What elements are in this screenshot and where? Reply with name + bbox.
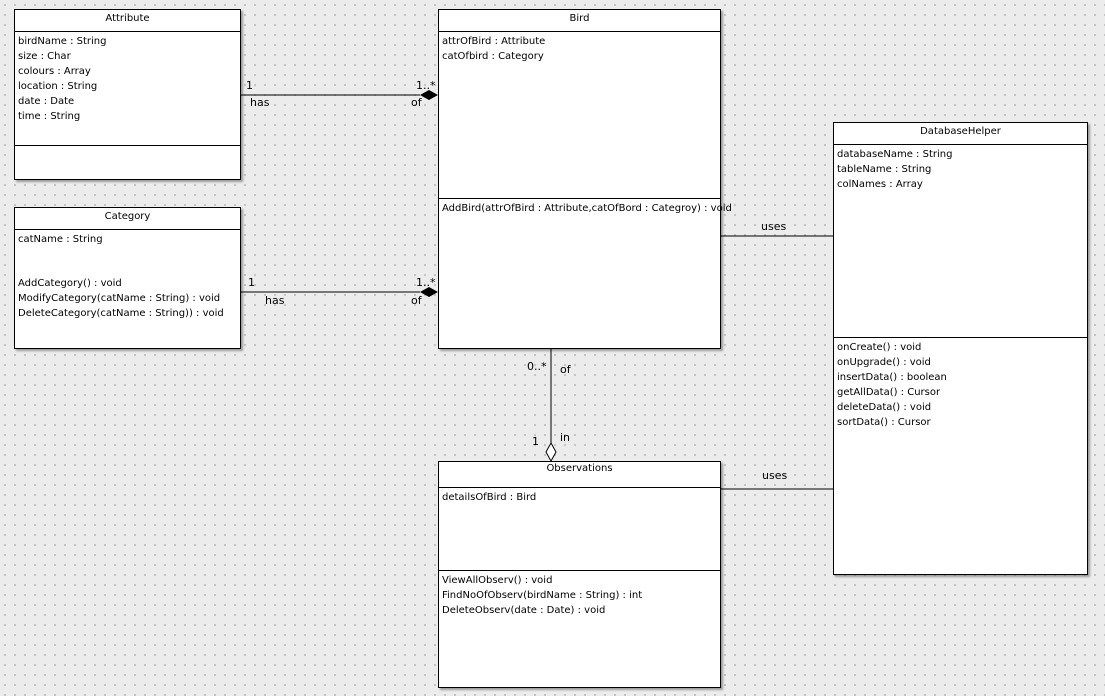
database-helper-class[interactable]: DatabaseHelper databaseName : String tab…	[833, 122, 1088, 575]
bird-observations-target-multiplicity: 1	[532, 435, 539, 448]
database-helper-field: tableName : String	[837, 164, 932, 175]
bird-observations-aggregation-diamond	[545, 441, 557, 463]
category-bird-target-multiplicity: 1..*	[416, 276, 436, 289]
database-helper-operation: onCreate() : void	[837, 342, 922, 353]
database-helper-operations-section: onCreate() : void onUpgrade() : void ins…	[834, 337, 1087, 574]
database-helper-class-name: DatabaseHelper	[834, 123, 1087, 145]
attribute-field: colours : Array	[18, 66, 91, 77]
category-operation: AddCategory() : void	[18, 278, 122, 289]
bird-attributes-section: attrOfBird : Attribute catOfbird : Categ…	[439, 32, 720, 198]
attribute-attributes-section: birdName : String size : Char colours : …	[15, 32, 240, 145]
attribute-bird-label: has	[250, 96, 270, 109]
database-helper-field: colNames : Array	[837, 179, 923, 190]
database-helper-attributes-section: databaseName : String tableName : String…	[834, 145, 1087, 337]
attribute-class-name: Attribute	[15, 10, 240, 32]
database-helper-operation: insertData() : boolean	[837, 372, 947, 383]
observations-field: detailsOfBird : Bird	[442, 492, 537, 503]
category-attributes-section: catName : String AddCategory() : void Mo…	[15, 230, 240, 348]
bird-observations-target-label: in	[560, 431, 571, 444]
observations-class-name: Observations	[439, 462, 720, 488]
category-bird-target-label: of	[411, 294, 422, 307]
attribute-field: size : Char	[18, 51, 71, 62]
attribute-class[interactable]: Attribute birdName : String size : Char …	[14, 9, 241, 180]
bird-class-name: Bird	[439, 10, 720, 32]
observations-class[interactable]: Observations detailsOfBird : Bird ViewAl…	[438, 461, 721, 688]
attribute-bird-target-label: of	[411, 96, 422, 109]
attribute-bird-source-multiplicity: 1	[246, 79, 253, 92]
observations-operation: ViewAllObserv() : void	[442, 575, 553, 586]
attribute-bird-composition-diamond	[420, 90, 438, 100]
bird-operations-section: AddBird(attrOfBird : Attribute,catOfBord…	[439, 198, 732, 348]
category-operation: ModifyCategory(catName : String) : void	[18, 293, 221, 304]
database-helper-operation: onUpgrade() : void	[837, 357, 931, 368]
attribute-field: time : String	[18, 111, 81, 122]
bird-observations-source-multiplicity: 0..*	[527, 360, 547, 373]
bird-class[interactable]: Bird attrOfBird : Attribute catOfbird : …	[438, 9, 732, 349]
category-class[interactable]: Category catName : String AddCategory() …	[14, 207, 241, 349]
observations-operation: FindNoOfObserv(birdName : String) : int	[442, 590, 643, 601]
bird-field: catOfbird : Category	[442, 51, 544, 62]
attribute-field: location : String	[18, 81, 98, 92]
category-bird-source-multiplicity: 1	[248, 276, 255, 289]
bird-field: attrOfBird : Attribute	[442, 36, 546, 47]
attribute-field: date : Date	[18, 96, 75, 107]
database-helper-operation: deleteData() : void	[837, 402, 932, 413]
bird-observations-source-label: of	[560, 363, 571, 376]
category-operation: DeleteCategory(catName : String)) : void	[18, 308, 224, 319]
category-field: catName : String	[18, 234, 103, 245]
observations-dbhelper-label: uses	[762, 469, 788, 482]
bird-dbhelper-label: uses	[761, 220, 787, 233]
category-bird-composition-diamond	[420, 287, 438, 297]
database-helper-operation: sortData() : Cursor	[837, 417, 931, 428]
observations-attributes-section: detailsOfBird : Bird	[439, 488, 720, 570]
database-helper-field: databaseName : String	[837, 149, 953, 160]
observations-operation: DeleteObserv(date : Date) : void	[442, 605, 606, 616]
category-bird-label: has	[265, 294, 285, 307]
bird-operation: AddBird(attrOfBird : Attribute,catOfBord…	[442, 203, 732, 214]
category-class-name: Category	[15, 208, 240, 230]
observations-operations-section: ViewAllObserv() : void FindNoOfObserv(bi…	[439, 570, 720, 685]
attribute-operations-section	[15, 145, 240, 179]
database-helper-operation: getAllData() : Cursor	[837, 387, 941, 398]
attribute-field: birdName : String	[18, 36, 107, 47]
attribute-bird-target-multiplicity: 1..*	[416, 79, 436, 92]
